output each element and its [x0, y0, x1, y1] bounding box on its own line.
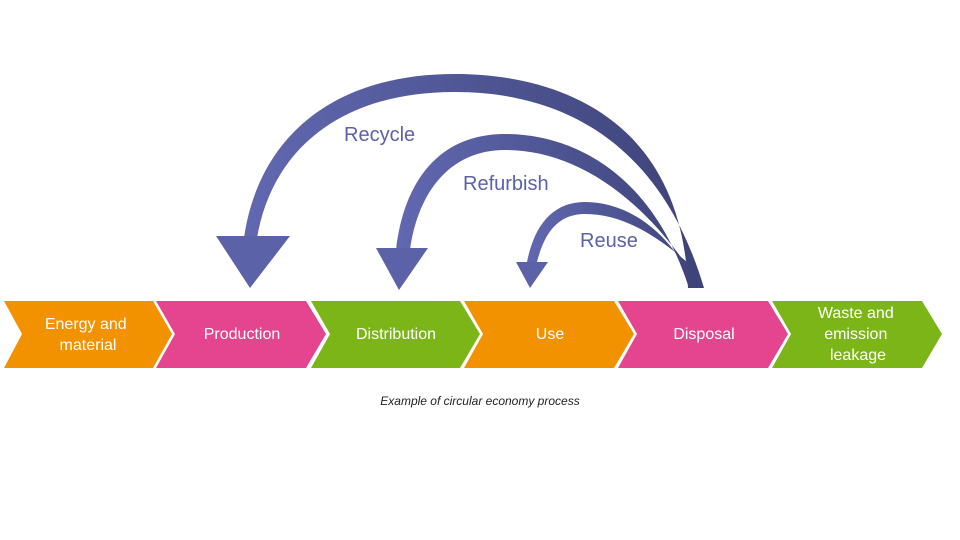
recycle-label: Recycle: [344, 124, 415, 146]
reuse-arrowhead: [516, 262, 548, 288]
stage-label-disposal: Disposal: [673, 326, 734, 343]
stage-chevron-energy: Energy and material: [4, 301, 172, 368]
stage-label-waste: Waste and emission leakage: [818, 305, 898, 364]
refurbish-label: Refurbish: [463, 173, 549, 195]
stage-chevron-waste: Waste and emission leakage: [772, 301, 942, 368]
stage-label-energy: Energy and material: [45, 316, 131, 354]
reuse-arrow: [516, 202, 698, 288]
stage-chevron-distribution: Distribution: [311, 301, 480, 368]
stage-chevron-use: Use: [464, 301, 634, 368]
diagram-caption: Example of circular economy process: [380, 394, 580, 408]
chevron-shape: [156, 301, 326, 368]
refurbish-arrowhead: [376, 248, 428, 290]
chevron-shape: [772, 301, 942, 368]
refurbish-arrow: [376, 134, 700, 290]
stage-label-distribution: Distribution: [356, 326, 436, 343]
stage-label-use: Use: [536, 326, 565, 343]
recycle-arrow: [216, 74, 704, 288]
reuse-label: Reuse: [580, 230, 638, 252]
stage-chevron-disposal: Disposal: [618, 301, 788, 368]
stage-label-production: Production: [204, 326, 281, 343]
recycle-arrowhead: [216, 236, 290, 288]
stage-chevron-production: Production: [156, 301, 326, 368]
chevron-shape: [311, 301, 480, 368]
chevron-shape: [464, 301, 634, 368]
chevron-shape: [618, 301, 788, 368]
chevron-shape: [4, 301, 172, 368]
